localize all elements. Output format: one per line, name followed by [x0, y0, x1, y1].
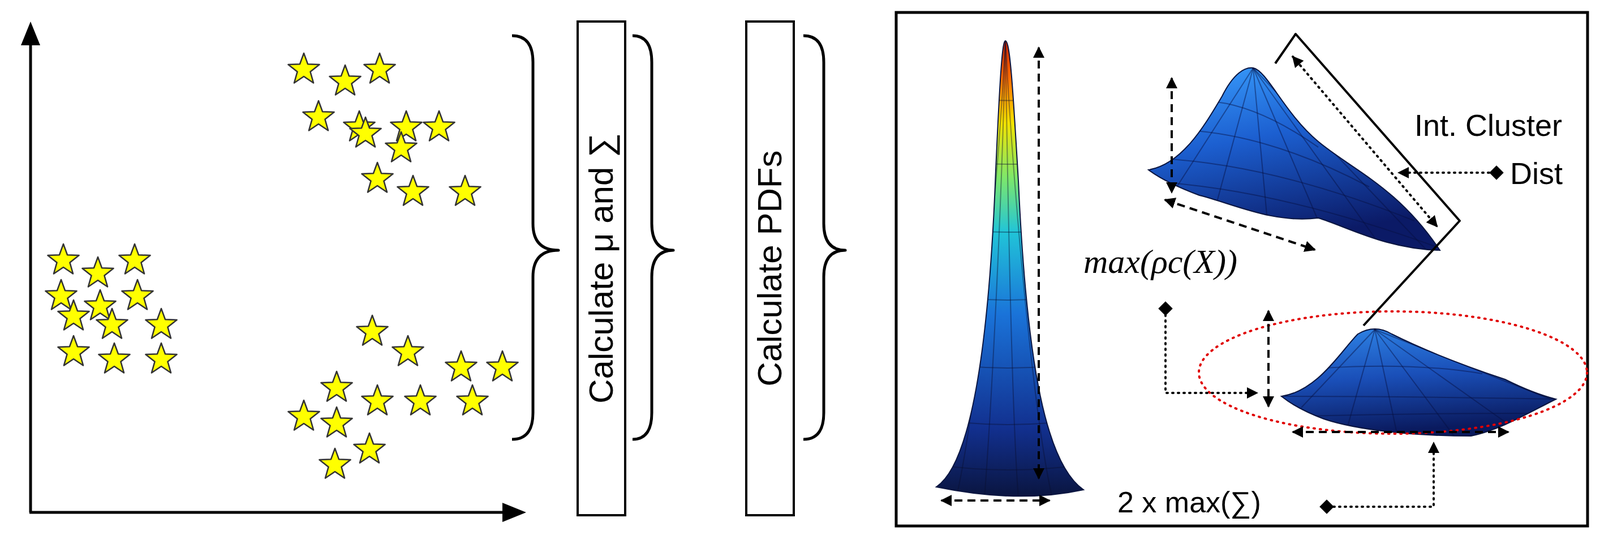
process-box: Calculate μ and ∑ [576, 20, 627, 516]
leader-diamond [1158, 165, 1504, 514]
highlight-ellipse [1198, 311, 1587, 434]
data-points [45, 53, 518, 478]
axes [20, 21, 527, 522]
pdf-peak-upper [1142, 67, 1443, 251]
step-label: Calculate PDFs [751, 150, 789, 387]
result-panel [896, 12, 1588, 526]
curly-brace [512, 35, 846, 440]
cluster-link [1275, 33, 1460, 326]
pdf-peak-tall [933, 40, 1087, 498]
leader-lines [1165, 172, 1490, 507]
annotation-label: max(ρc(X)) [1083, 242, 1238, 282]
process-box: Calculate PDFs [745, 20, 795, 516]
annotation-label: Int. Cluster [1414, 107, 1563, 143]
pdf-peak-lower [1281, 328, 1556, 436]
annotation-label: Dist [1510, 155, 1563, 191]
annotation-label: 2 x max(∑) [1117, 485, 1262, 520]
step-label: Calculate μ and ∑ [582, 132, 621, 404]
